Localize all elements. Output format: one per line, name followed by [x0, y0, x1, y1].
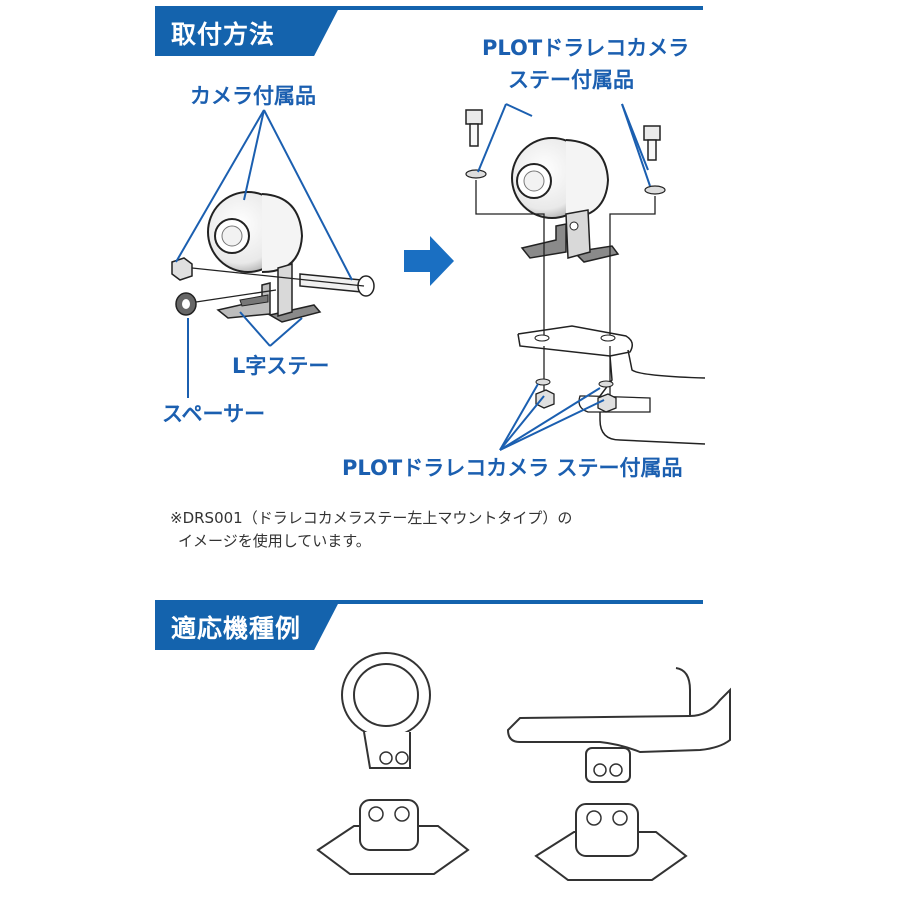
camera-unit-right	[511, 137, 610, 219]
right-arrow-icon	[404, 236, 454, 286]
section-title: 取付方法	[171, 20, 276, 49]
base-plate-left	[316, 799, 470, 875]
screw-top-right	[643, 125, 666, 195]
label-l-stay: L字ステー	[232, 354, 330, 378]
callout-lines-left	[175, 109, 353, 398]
section-tab	[155, 600, 340, 650]
section-rule	[155, 600, 703, 604]
assembly-lines-right	[475, 180, 656, 398]
label-plot-stay-top-1: PLOTドラレコカメラ	[482, 36, 690, 60]
camera-unit-left	[207, 191, 304, 273]
section-tab	[155, 6, 340, 56]
label-camera-parts: カメラ付属品	[190, 84, 316, 108]
spacer-part	[175, 292, 197, 316]
note-line-2: イメージを使用しています。	[178, 532, 371, 550]
camera-housing-illustration	[506, 667, 731, 783]
clamp-mount-illustration	[341, 652, 431, 769]
nuts-bottom	[535, 378, 617, 413]
nut-left	[171, 257, 193, 281]
l-stay-right	[520, 209, 620, 263]
label-spacer: スペーサー	[162, 402, 266, 426]
label-plot-stay-bottom: PLOTドラレコカメラ ステー付属品	[342, 456, 683, 480]
screw-top-left	[465, 109, 487, 179]
base-plate-right	[534, 803, 688, 881]
section-title: 適応機種例	[171, 614, 302, 643]
section-rule	[155, 6, 703, 10]
label-plot-stay-top-2: ステー付属品	[508, 68, 634, 92]
bolt-left	[299, 273, 375, 297]
note-line-1: ※DRS001（ドラレコカメラステー左上マウントタイプ）の	[170, 509, 573, 527]
callout-lines-right	[477, 103, 651, 451]
usage-note: ※DRS001（ドラレコカメラステー左上マウントタイプ）の イメージを使用してい…	[170, 507, 572, 553]
